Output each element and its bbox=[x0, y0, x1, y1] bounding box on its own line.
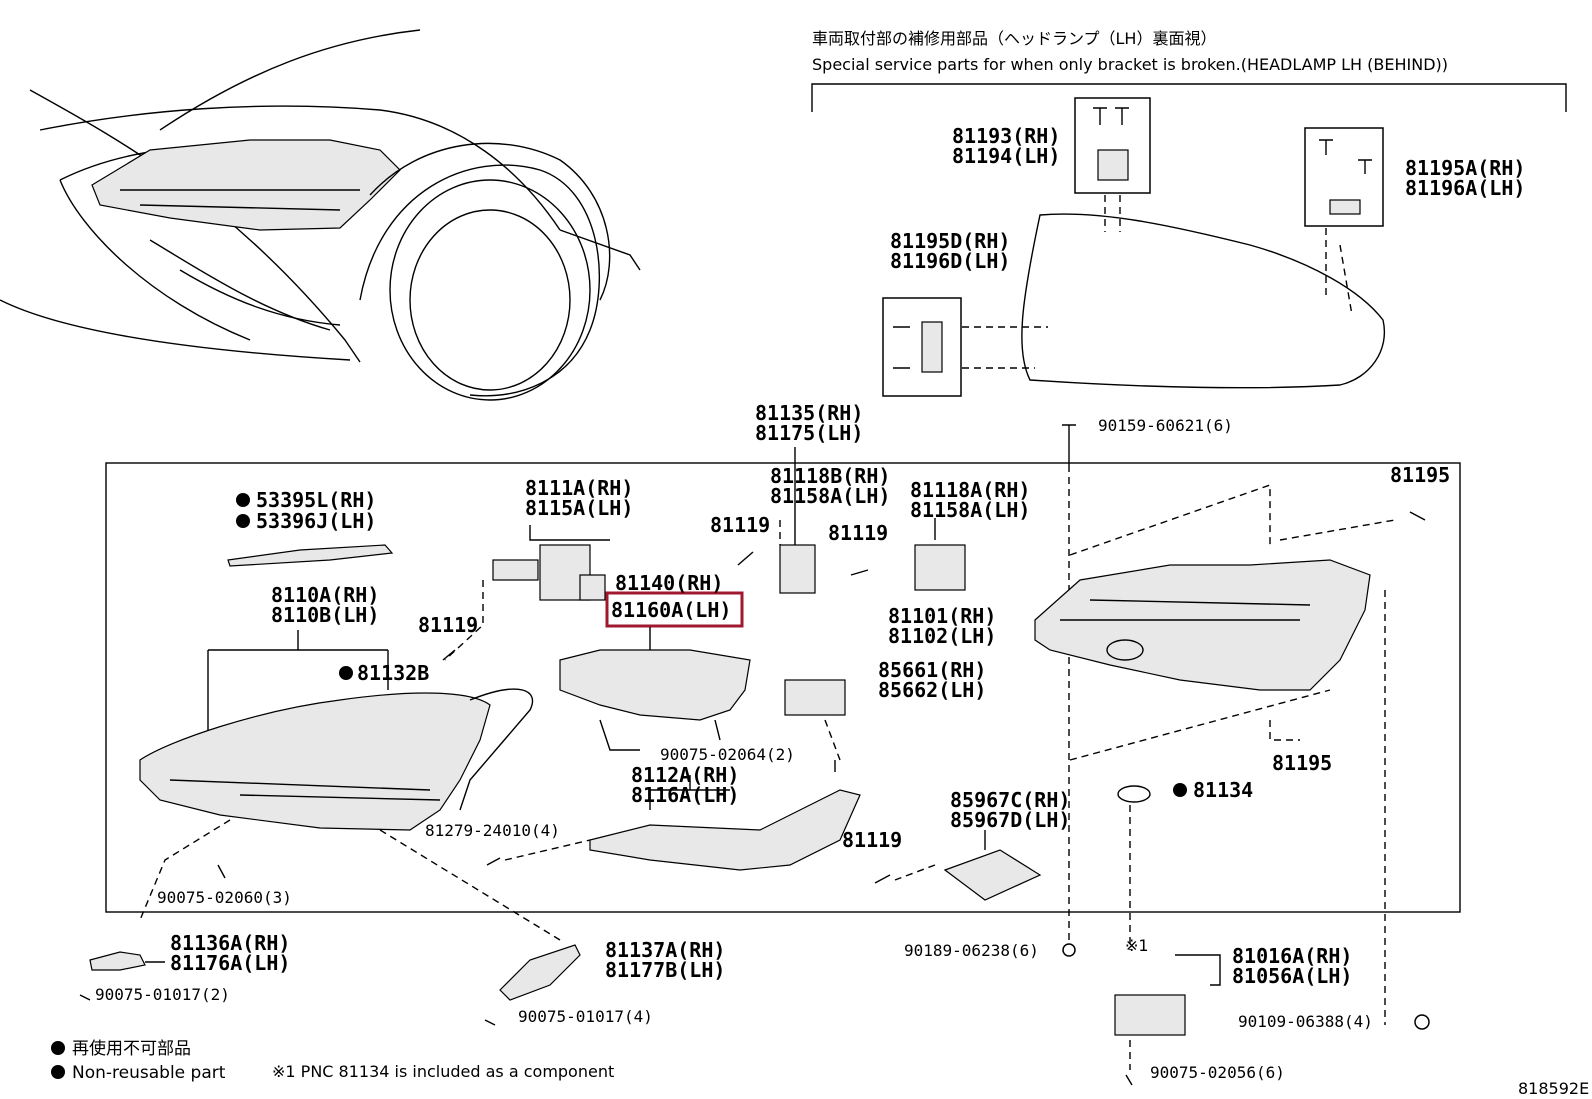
part-label[interactable]: 81119 bbox=[710, 513, 770, 537]
legend-en: Non-reusable part bbox=[72, 1063, 226, 1083]
ecu-81118b-part bbox=[779, 544, 816, 594]
part-label[interactable]: 90189-06238(6) bbox=[904, 941, 1039, 960]
part-label[interactable]: 81175(LH) bbox=[755, 421, 863, 445]
clip-icon bbox=[1062, 943, 1076, 957]
legend-jp: 再使用不可部品 bbox=[72, 1038, 191, 1059]
part-label[interactable]: 85967D(LH) bbox=[950, 808, 1070, 832]
reference-mark: ※1 bbox=[1125, 936, 1149, 955]
part-label[interactable]: 81118A(RH) bbox=[910, 478, 1030, 502]
part-label[interactable]: 81119 bbox=[842, 828, 902, 852]
section-title-en: Special service parts for when only brac… bbox=[812, 55, 1448, 74]
part-label[interactable]: 81056A(LH) bbox=[1232, 964, 1352, 988]
screw-icon bbox=[442, 649, 456, 661]
part-label[interactable]: 81136A(RH) bbox=[170, 931, 290, 955]
seal-53395l-part bbox=[227, 544, 394, 567]
bracket-81137a-part bbox=[379, 829, 581, 1026]
housing-81101-part bbox=[1034, 484, 1396, 761]
part-label[interactable]: 81016A(RH) bbox=[1232, 944, 1352, 968]
part-label[interactable]: 81158A(LH) bbox=[770, 484, 890, 508]
headlamp-assembly-8110a bbox=[139, 630, 534, 921]
part-label[interactable]: 81176A(LH) bbox=[170, 951, 290, 975]
screw-icon bbox=[484, 1019, 496, 1026]
section-title-jp: 車両取付部の補修用部品（ヘッドランプ（LH）裏面視） bbox=[812, 29, 1216, 48]
non-reusable-dot-icon bbox=[236, 514, 250, 528]
part-label[interactable]: 81137A(RH) bbox=[605, 938, 725, 962]
non-reusable-dot-icon bbox=[236, 493, 250, 507]
part-label[interactable]: 81135(RH) bbox=[755, 401, 863, 425]
special-service-section: 車両取付部の補修用部品（ヘッドランプ（LH）裏面視） Special servi… bbox=[811, 29, 1567, 397]
part-label[interactable]: 81118B(RH) bbox=[770, 464, 890, 488]
part-label[interactable]: 81193(RH) bbox=[952, 124, 1060, 148]
headlamp-back-outline bbox=[1021, 213, 1386, 389]
part-label[interactable]: 81196A(LH) bbox=[1405, 176, 1525, 200]
part-label[interactable]: 8111A(RH) bbox=[525, 476, 633, 500]
screw-icon bbox=[737, 551, 754, 566]
part-label[interactable]: 90159-60621(6) bbox=[1098, 416, 1233, 435]
screw-icon bbox=[1125, 1074, 1133, 1086]
part-label[interactable]: 90109-06388(4) bbox=[1238, 1012, 1373, 1031]
non-reusable-dot-icon bbox=[1173, 783, 1187, 797]
main-assembly-frame bbox=[105, 462, 1461, 913]
part-label[interactable]: 8116A(LH) bbox=[631, 783, 739, 807]
part-label[interactable]: 8112A(RH) bbox=[631, 763, 739, 787]
screw-icon bbox=[1409, 511, 1426, 521]
non-reusable-dot-icon bbox=[51, 1065, 65, 1079]
legend-note: ※1 PNC 81134 is included as a component bbox=[272, 1062, 614, 1081]
bracket-81118a-part bbox=[914, 518, 966, 591]
part-label[interactable]: 81158A(LH) bbox=[910, 498, 1030, 522]
part-label[interactable]: 81140(RH) bbox=[615, 571, 723, 595]
part-label[interactable]: 8115A(LH) bbox=[525, 496, 633, 520]
part-label[interactable]: 90075-02064(2) bbox=[660, 745, 795, 764]
part-label[interactable]: 85967C(RH) bbox=[950, 788, 1070, 812]
screw-icon bbox=[1093, 107, 1129, 181]
part-label[interactable]: 90075-01017(2) bbox=[95, 985, 230, 1004]
ecu-85967c-part bbox=[894, 830, 1042, 901]
part-label[interactable]: 81195 bbox=[1390, 463, 1450, 487]
part-label[interactable]: 81196D(LH) bbox=[890, 249, 1010, 273]
bracket-81136a-part bbox=[79, 951, 165, 1001]
part-label[interactable]: 81279-24010(4) bbox=[425, 821, 560, 840]
part-label[interactable]: 81194(LH) bbox=[952, 144, 1060, 168]
garnish-8112a-part bbox=[504, 775, 861, 871]
part-label[interactable]: 81101(RH) bbox=[888, 604, 996, 628]
vehicle-front-illustration bbox=[0, 29, 641, 401]
screw-icon bbox=[486, 857, 501, 866]
part-label[interactable]: 81195A(RH) bbox=[1405, 156, 1525, 180]
part-label[interactable]: 90075-02056(6) bbox=[1150, 1063, 1285, 1082]
leveling-actuator-8111a bbox=[444, 525, 610, 661]
screw-icon bbox=[874, 874, 891, 884]
non-reusable-dot-icon bbox=[51, 1041, 65, 1055]
part-label-highlighted[interactable]: 81160A(LH) bbox=[611, 598, 731, 622]
part-label[interactable]: 81132B bbox=[357, 661, 429, 685]
part-label[interactable]: 8110A(RH) bbox=[271, 583, 379, 607]
lamp-unit-81140-part bbox=[559, 627, 751, 751]
part-81160a-highlight bbox=[605, 591, 744, 628]
part-label[interactable]: 81119 bbox=[828, 521, 888, 545]
part-label[interactable]: 85662(LH) bbox=[878, 678, 986, 702]
screw-icon bbox=[79, 994, 91, 1001]
part-label[interactable]: 81195D(RH) bbox=[890, 229, 1010, 253]
part-label[interactable]: 90075-01017(4) bbox=[518, 1007, 653, 1026]
non-reusable-dot-icon bbox=[339, 666, 353, 680]
screw-icon bbox=[217, 864, 226, 879]
gasket-81134-part bbox=[1117, 785, 1151, 803]
ballast-81016a-part bbox=[1114, 954, 1221, 1086]
part-label[interactable]: 81119 bbox=[418, 613, 478, 637]
part-label[interactable]: 53396J(LH) bbox=[256, 509, 376, 533]
figure-id: 818592E bbox=[1518, 1079, 1589, 1098]
part-label[interactable]: 53395L(RH) bbox=[256, 488, 376, 512]
screw-icon bbox=[850, 569, 869, 576]
nut-icon bbox=[1414, 1014, 1430, 1030]
part-label[interactable]: 90075-02060(3) bbox=[157, 888, 292, 907]
part-label[interactable]: 85661(RH) bbox=[878, 658, 986, 682]
part-label[interactable]: 81177B(LH) bbox=[605, 958, 725, 982]
part-label[interactable]: 81195 bbox=[1272, 751, 1332, 775]
part-label[interactable]: 8110B(LH) bbox=[271, 603, 379, 627]
part-label[interactable]: 81102(LH) bbox=[888, 624, 996, 648]
screw-icon bbox=[1062, 424, 1076, 440]
socket-85661-part bbox=[784, 679, 846, 761]
part-label[interactable]: 81134 bbox=[1193, 778, 1253, 802]
